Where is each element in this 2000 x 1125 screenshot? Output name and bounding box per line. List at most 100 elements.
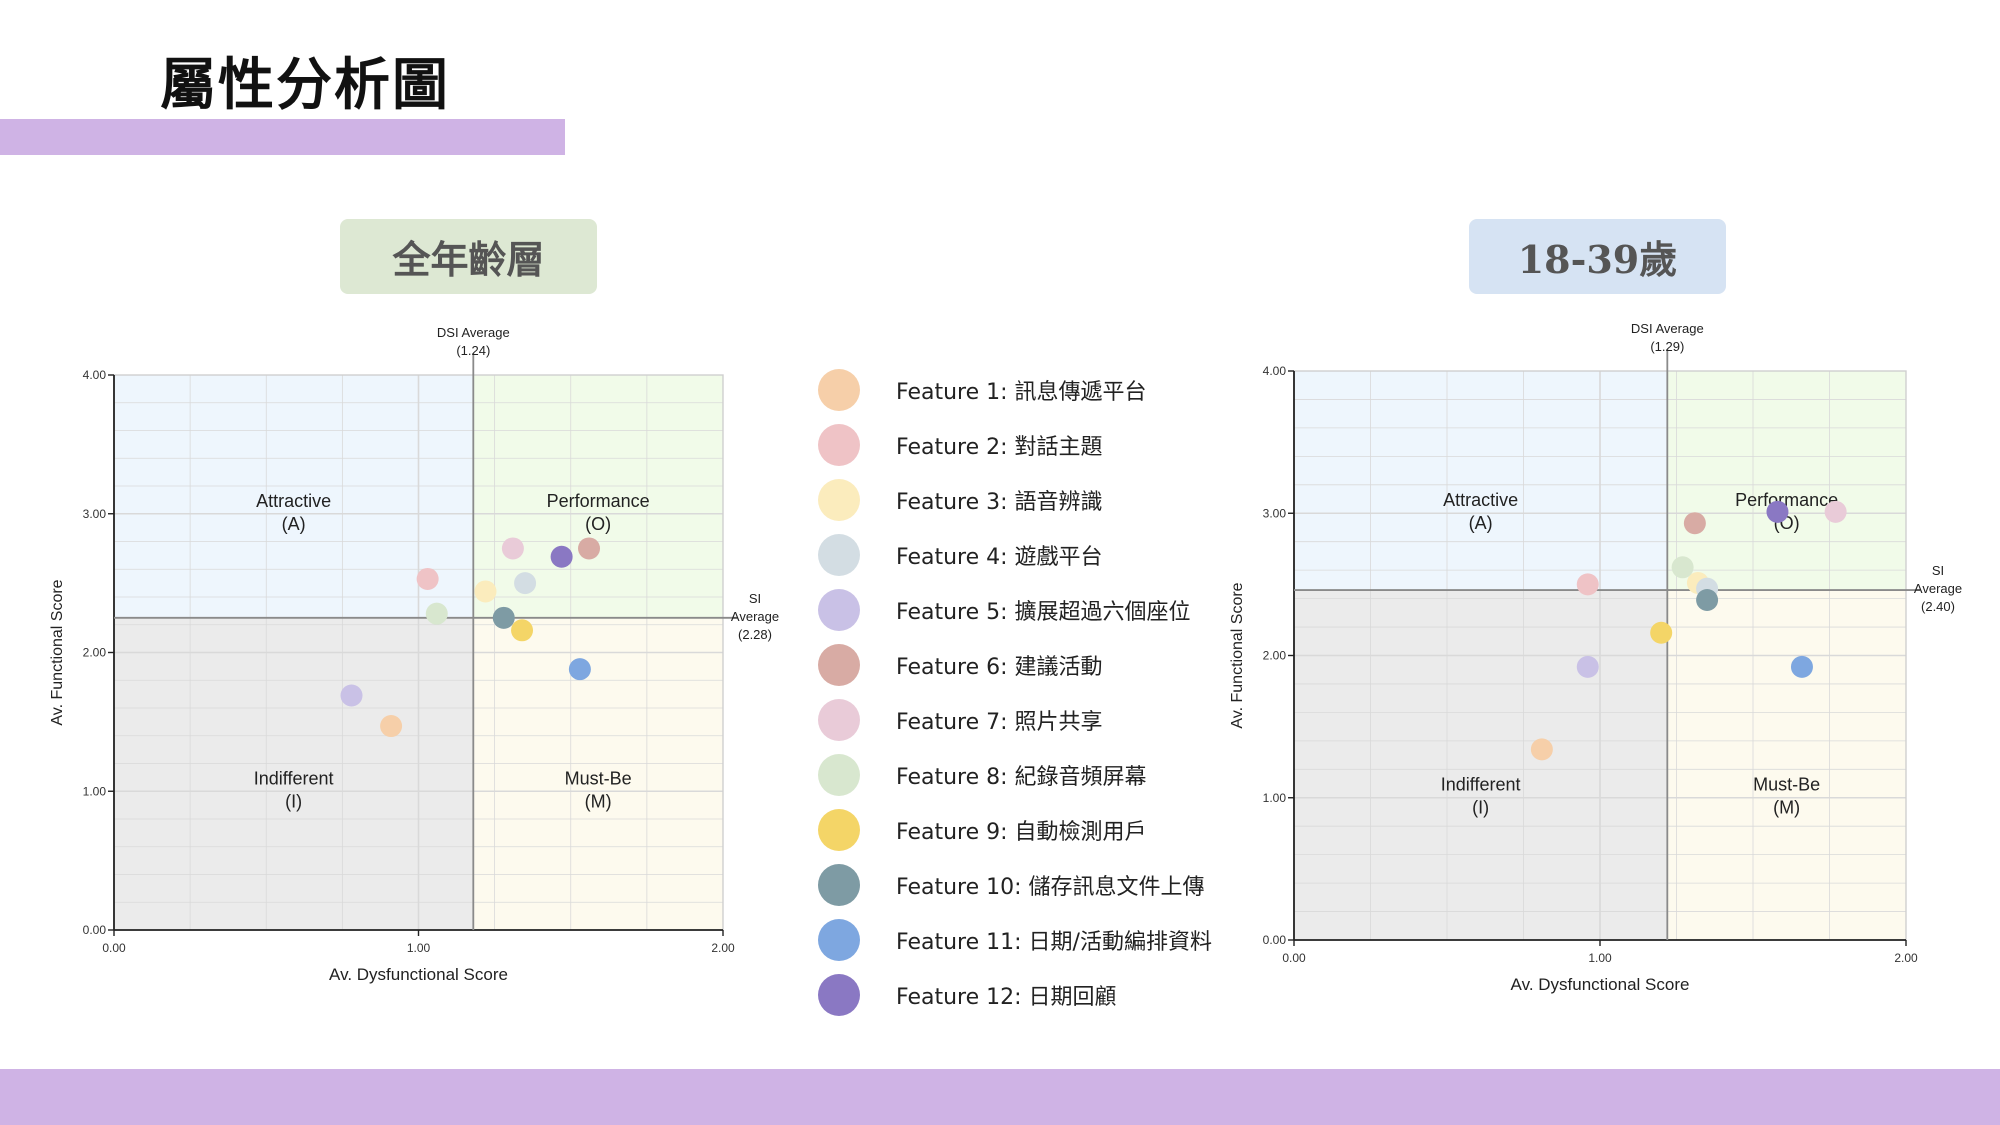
y-tick-label: 4.00: [83, 368, 107, 382]
data-point-feature-1[interactable]: [1530, 738, 1553, 761]
dsi-average-label: DSI Average: [437, 325, 510, 340]
legend-swatch: [818, 478, 860, 521]
si-average-label: Average: [731, 609, 779, 624]
quadrant-attractive: [1294, 371, 1668, 591]
x-tick-label: 2.00: [1894, 951, 1918, 965]
legend-label: Feature 11: 日期/活動編排資料: [896, 929, 1212, 955]
y-tick-label: 3.00: [83, 507, 107, 521]
data-point-feature-2[interactable]: [416, 567, 439, 590]
data-point-feature-9[interactable]: [511, 619, 534, 642]
legend-label: Feature 9: 自動檢測用戶: [896, 819, 1147, 845]
data-point-feature-9[interactable]: [1650, 621, 1673, 644]
y-tick-label: 0.00: [1263, 933, 1287, 947]
data-point-feature-7[interactable]: [1824, 500, 1847, 523]
x-tick-label: 1.00: [407, 941, 431, 955]
data-point-feature-4[interactable]: [514, 572, 537, 595]
legend-item: Feature 5: 擴展超過六個座位: [818, 582, 1218, 637]
quadrant-label-mustbe: Must-Be: [1753, 775, 1820, 795]
badge-18-39: 18-39歲: [1469, 219, 1726, 294]
data-point-feature-7[interactable]: [501, 537, 524, 560]
quadrant-label-attractive: (A): [282, 514, 306, 534]
data-point-feature-5[interactable]: [1576, 655, 1599, 678]
legend-swatch: [818, 533, 860, 576]
si-average-label: Average: [1914, 581, 1962, 596]
x-tick-label: 2.00: [711, 941, 735, 955]
bottom-accent-bar: [0, 1069, 2000, 1125]
legend-label: Feature 3: 語音辨識: [896, 489, 1103, 515]
data-point-feature-8[interactable]: [425, 602, 448, 625]
quadrant-label-attractive: Attractive: [256, 491, 331, 511]
data-point-feature-5[interactable]: [340, 684, 363, 707]
legend-swatch: [818, 863, 860, 906]
quadrant-label-attractive: Attractive: [1443, 490, 1518, 510]
y-tick-label: 1.00: [83, 784, 107, 798]
legend-label: Feature 1: 訊息傳遞平台: [896, 379, 1147, 405]
si-average-label: (2.28): [738, 627, 772, 642]
y-tick-label: 0.00: [83, 923, 107, 937]
quadrant-label-indifferent: Indifferent: [1441, 775, 1521, 795]
x-tick-label: 0.00: [102, 941, 126, 955]
quadrant-label-performance: Performance: [547, 491, 650, 511]
page-title: 屬性分析圖: [160, 53, 450, 118]
legend-swatch: [818, 368, 860, 411]
legend-swatch: [818, 918, 860, 961]
legend-swatch: [818, 753, 860, 796]
data-point-feature-10[interactable]: [492, 606, 515, 629]
legend-label: Feature 4: 遊戲平台: [896, 544, 1103, 570]
x-tick-label: 0.00: [1282, 951, 1306, 965]
data-point-feature-2[interactable]: [1576, 573, 1599, 596]
data-point-feature-10[interactable]: [1696, 589, 1719, 612]
data-point-feature-11[interactable]: [568, 658, 591, 681]
data-point-feature-12[interactable]: [550, 545, 573, 568]
data-point-feature-6[interactable]: [578, 537, 601, 560]
title-accent-bar: [0, 119, 565, 155]
data-point-feature-3[interactable]: [474, 580, 497, 603]
data-point-feature-12[interactable]: [1766, 500, 1789, 523]
si-average-label: SI: [749, 591, 761, 606]
legend-item: Feature 2: 對話主題: [818, 417, 1218, 472]
dsi-average-label: DSI Average: [1631, 321, 1704, 336]
data-point-feature-1[interactable]: [380, 715, 403, 738]
legend-item: Feature 1: 訊息傳遞平台: [818, 362, 1218, 417]
legend-swatch: [818, 808, 860, 851]
legend-label: Feature 7: 照片共享: [896, 709, 1103, 735]
feature-legend: Feature 1: 訊息傳遞平台 Feature 2: 對話主題 Feature …: [818, 362, 1218, 1022]
legend-item: Feature 11: 日期/活動編排資料: [818, 912, 1218, 967]
legend-swatch: [818, 643, 860, 686]
quadrant-attractive: [114, 375, 474, 618]
y-axis-label: Av. Functional Score: [1229, 582, 1246, 728]
legend-swatch: [818, 973, 860, 1016]
y-tick-label: 2.00: [1263, 649, 1287, 663]
x-axis-label: Av. Dysfunctional Score: [1511, 975, 1690, 994]
quadrant-label-indifferent: (I): [285, 791, 302, 811]
legend-swatch: [818, 423, 860, 466]
data-point-feature-8[interactable]: [1671, 556, 1694, 579]
quadrant-indifferent: [114, 617, 474, 930]
legend-swatch: [818, 588, 860, 631]
quadrant-label-mustbe: Must-Be: [565, 768, 632, 788]
legend-item: Feature 4: 遊戲平台: [818, 527, 1218, 582]
quadrant-label-attractive: (A): [1469, 513, 1493, 533]
quadrant-label-performance: Performance: [1735, 490, 1838, 510]
legend-label: Feature 2: 對話主題: [896, 434, 1103, 460]
y-tick-label: 1.00: [1263, 791, 1287, 805]
legend-item: Feature 6: 建議活動: [818, 637, 1218, 692]
legend-item: Feature 10: 儲存訊息文件上傳: [818, 857, 1218, 912]
legend-label: Feature 10: 儲存訊息文件上傳: [896, 874, 1205, 900]
legend-item: Feature 12: 日期回顧: [818, 967, 1218, 1022]
quadrant-performance: [1667, 371, 1906, 591]
legend-label: Feature 12: 日期回顧: [896, 984, 1117, 1010]
y-axis-label: Av. Functional Score: [49, 579, 66, 725]
badge-all-ages: 全年齡層: [340, 219, 597, 294]
quadrant-label-indifferent: (I): [1472, 798, 1489, 818]
quadrant-performance: [473, 375, 723, 618]
quadrant-label-mustbe: (M): [585, 791, 612, 811]
data-point-feature-11[interactable]: [1790, 655, 1813, 678]
si-average-label: (2.40): [1921, 599, 1955, 614]
quadrant-label-performance: (O): [585, 514, 611, 534]
legend-item: Feature 3: 語音辨識: [818, 472, 1218, 527]
legend-label: Feature 6: 建議活動: [896, 654, 1103, 680]
data-point-feature-6[interactable]: [1683, 512, 1706, 535]
legend-item: Feature 9: 自動檢測用戶: [818, 802, 1218, 857]
